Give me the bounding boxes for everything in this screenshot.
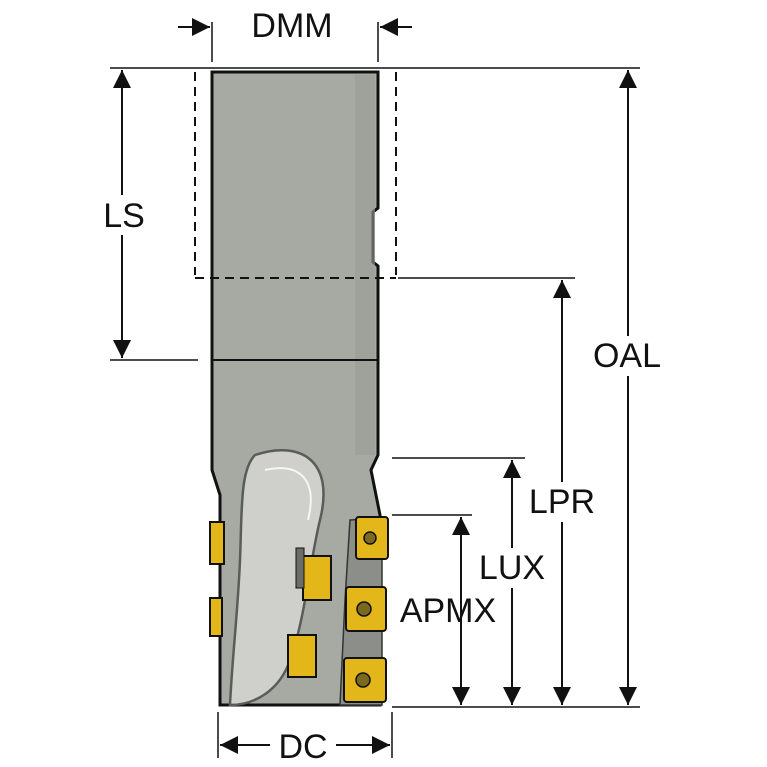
cutting-insert-left-lower: [209, 597, 223, 637]
cutting-insert-bottom-right: [343, 657, 387, 703]
dc-label: DC: [278, 728, 327, 766]
cutting-insert-top-right: [355, 516, 389, 560]
cutting-insert-mid-right: [345, 586, 387, 632]
cutting-insert-center-upper: [295, 547, 332, 601]
cutting-insert-center-lower: [287, 634, 317, 678]
shank-shading: [355, 75, 375, 455]
cutting-insert-left-upper: [209, 521, 225, 565]
lux-label-bg: [472, 548, 552, 588]
flute-highlight: [264, 467, 312, 521]
oal-label-bg: [588, 336, 668, 376]
end-mill-tool: [209, 70, 389, 707]
ls-label-bg: [100, 195, 150, 235]
apmx-label: APMX: [400, 592, 496, 630]
ls-label: LS: [103, 197, 145, 235]
extension-lines: [110, 22, 640, 758]
lux-label: LUX: [479, 549, 545, 587]
lpr-label: LPR: [529, 483, 595, 521]
dmm-label: DMM: [251, 7, 332, 45]
oal-label: OAL: [593, 337, 661, 375]
tool-flute: [228, 449, 325, 707]
shank-clamping-outline: [194, 72, 397, 279]
dc-label-bg: [270, 728, 336, 764]
lpr-label-bg: [520, 482, 602, 522]
